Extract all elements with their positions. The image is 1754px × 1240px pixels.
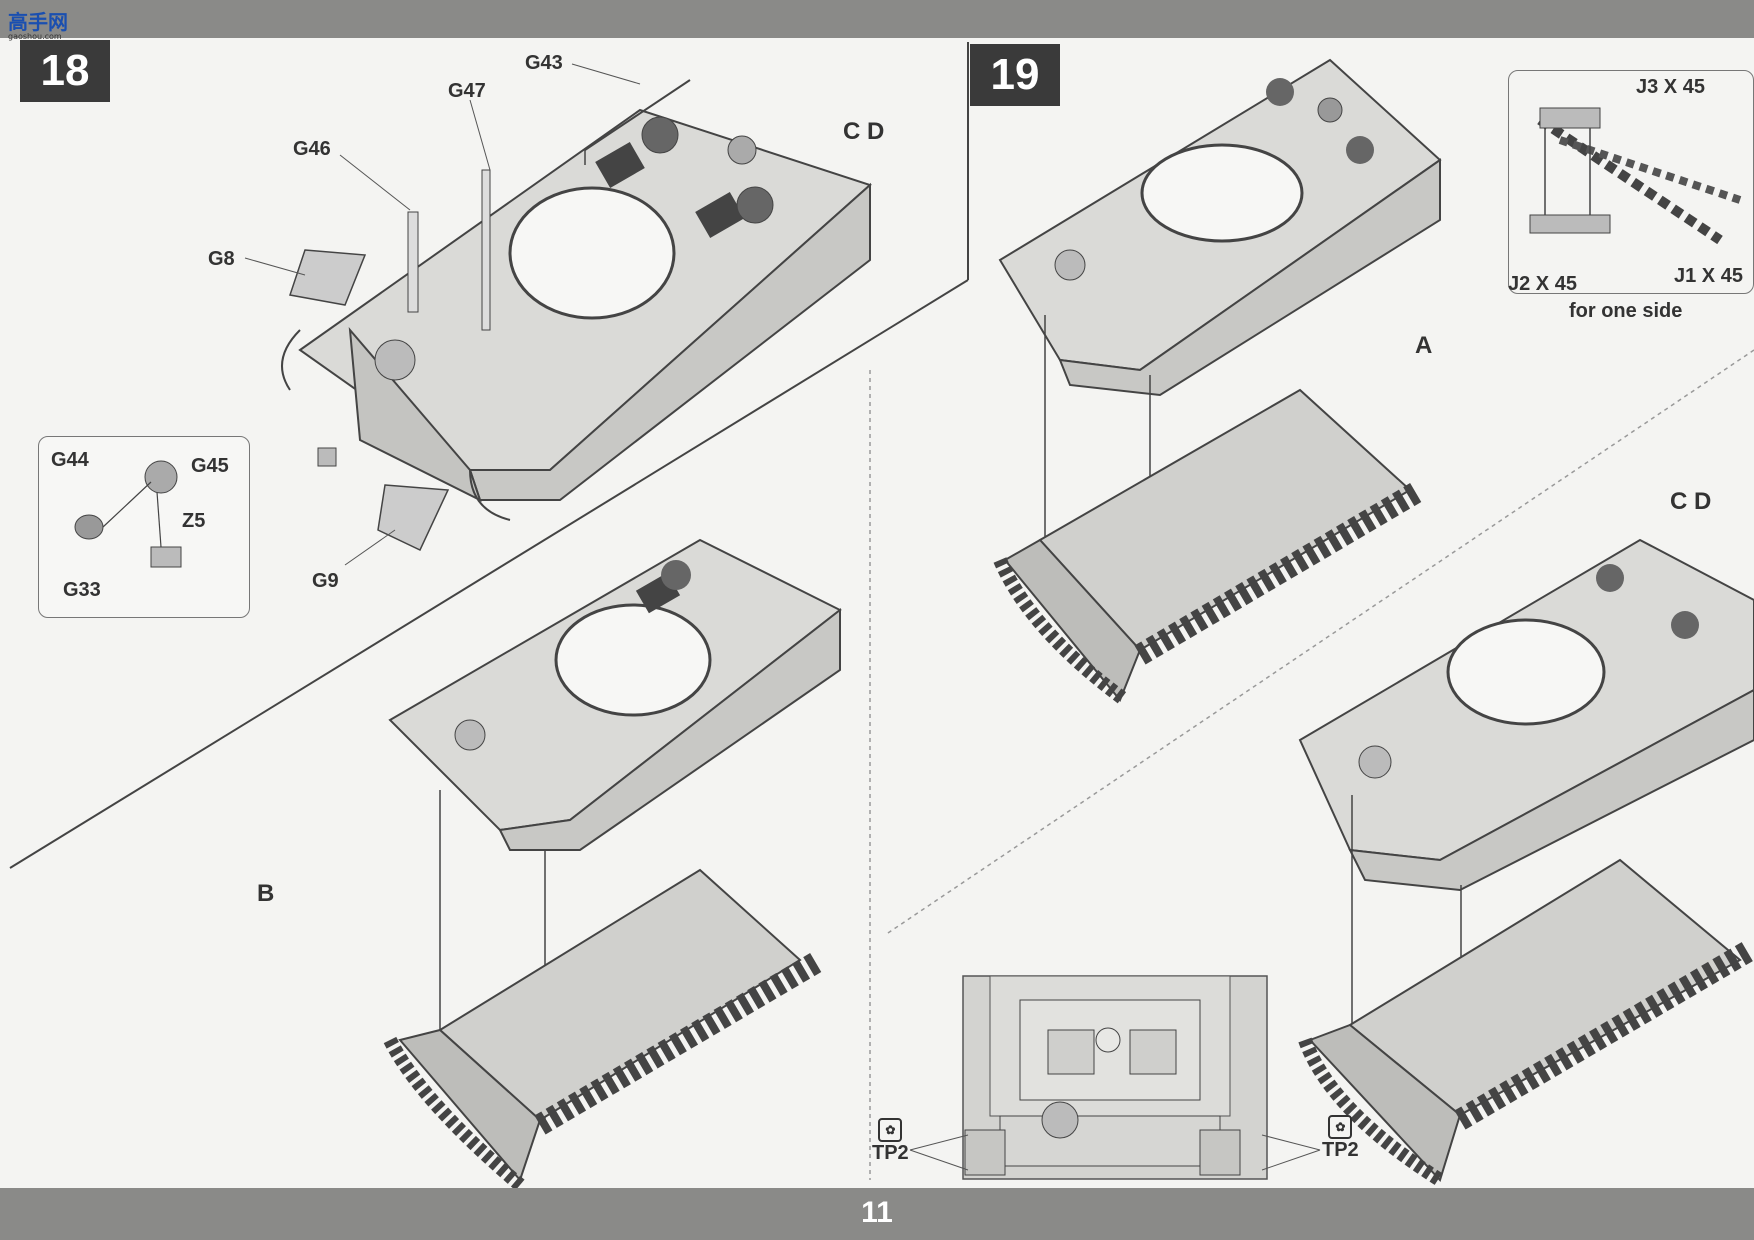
label-g45: G45: [191, 455, 229, 477]
version-label-a: A: [1415, 332, 1433, 359]
chassis-19cd: [1298, 858, 1754, 1186]
label-g9: G9: [312, 570, 339, 592]
part-g9: [377, 484, 450, 552]
hull-upper-19cd: [1298, 538, 1754, 892]
label-z5: Z5: [182, 510, 206, 532]
part-g8: [289, 249, 367, 306]
label-g8: G8: [208, 248, 235, 270]
tamiya-paint-icon: ✿: [878, 1118, 903, 1142]
label-j2: J2 X 45: [1508, 273, 1577, 295]
label-g46: G46: [293, 138, 331, 160]
chassis-18b: [383, 868, 826, 1191]
version-label-b: B: [257, 880, 275, 907]
tamiya-paint-icon: ✿: [1328, 1115, 1353, 1139]
version-label-cd-19: C D: [1670, 488, 1712, 515]
page-number: 11: [861, 1196, 893, 1229]
label-g44: G44: [51, 449, 89, 471]
part-g43: [584, 79, 691, 151]
label-g33: G33: [63, 579, 101, 601]
label-g43: G43: [525, 52, 563, 74]
bottom-bar: [0, 1188, 1754, 1240]
part-g47: [481, 169, 491, 331]
chassis-19a: [993, 388, 1426, 706]
label-j3: J3 X 45: [1636, 76, 1705, 98]
hull-upper-19a: [998, 58, 1442, 397]
step-number-18: 18: [20, 40, 110, 102]
hull-upper-18: [298, 108, 872, 502]
tp2-left: ✿ TP2: [872, 1118, 909, 1165]
hull-upper-18b: [388, 538, 842, 851]
track-links: [1529, 107, 1742, 245]
step-number-19: 19: [970, 44, 1060, 106]
detail-inset-g44: G44 G45 Z5 G33: [38, 436, 250, 618]
label-j1: J1 X 45: [1674, 265, 1743, 287]
label-g47: G47: [448, 80, 486, 102]
track-note: for one side: [1569, 300, 1683, 322]
part-g46: [407, 211, 419, 313]
tp2-right: ✿ TP2: [1322, 1115, 1359, 1162]
rear-view: [962, 975, 1268, 1180]
top-bar: [0, 0, 1754, 38]
track-inset: [1508, 70, 1754, 294]
version-label-cd-18: C D: [843, 118, 885, 145]
